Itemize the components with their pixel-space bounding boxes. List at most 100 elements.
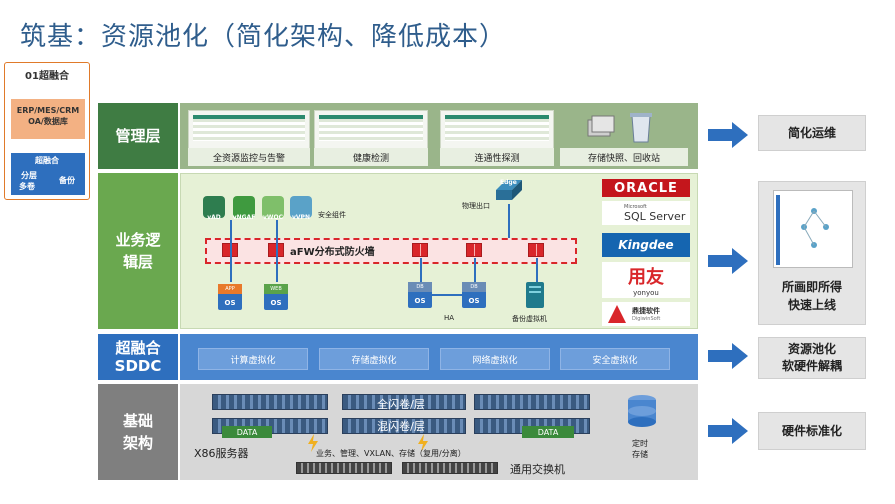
server-chassis [342, 394, 466, 410]
vwoc-icon [262, 196, 284, 218]
layer-label-business: 业务逻 辑层 [98, 173, 178, 329]
firewall-brick-icon [466, 243, 482, 257]
layer-label-management-text: 管理层 [115, 127, 161, 145]
physical-exit-label: 物理出口 [462, 202, 490, 210]
storage-icons [560, 110, 688, 146]
result-hardware-standardization: 硬件标准化 [758, 412, 866, 450]
result-pooling-line2: 软硬件解耦 [781, 359, 842, 373]
data-tag-left: DATA [222, 426, 272, 438]
server-chassis [474, 394, 590, 410]
data-tag-right: DATA [522, 426, 574, 438]
switch-chassis [402, 462, 498, 474]
vngaf-label: vNGAF [232, 214, 256, 221]
mini-erp-block: ERP/MES/CRM OA/数据库 [11, 99, 85, 139]
layer-label-sddc-line2: SDDC [114, 357, 162, 375]
edge-label: Edge [500, 179, 517, 186]
mgmt-item-health: 健康检测 [314, 148, 428, 166]
sql-server-logo: Microsoft SQL Server [602, 201, 690, 225]
mini-fenceng-label: 分层 [21, 171, 37, 180]
result-wysiwyg-card: 所画即所得 快速上线 [758, 181, 866, 325]
digiwin-logo: 鼎捷软件 DigiwinSoft [602, 302, 690, 326]
mini-title: 01超融合 [25, 71, 69, 82]
mini-erp-line2: OA/数据库 [28, 117, 68, 126]
digiwin-en-text: DigiwinSoft [632, 316, 661, 322]
database-storage-icon [626, 394, 658, 428]
sql-microsoft-text: Microsoft [624, 203, 647, 210]
mini-sddc-block: 超融合 分层 多卷 备份 [11, 153, 85, 195]
result-wysiwyg-line1: 所画即所得 [781, 280, 842, 294]
server-chassis [342, 418, 466, 434]
result-simplified-ops: 简化运维 [758, 115, 866, 151]
layer-label-business-line1: 业务逻 [115, 231, 161, 249]
all-flash-label: 全闪卷/层 [377, 398, 425, 411]
mini-duojuan-label: 多卷 [19, 182, 35, 191]
firewall-brick-icon [528, 243, 544, 257]
vngaf-icon [233, 196, 255, 218]
mgmt-item-storage: 存储快照、回收站 [560, 148, 688, 166]
lightning-icon [306, 434, 320, 452]
vad-label: vAD [207, 214, 221, 221]
yonyou-logo: 用友 yonyou [602, 262, 690, 298]
vm-web-os: WEB OS [264, 284, 288, 310]
x86-server-label: X86服务器 [194, 447, 249, 460]
arrow-right-icon [708, 248, 748, 274]
yonyou-en-text: yonyou [633, 289, 659, 297]
sddc-storage-virtualization: 存储虚拟化 [319, 348, 429, 370]
mini-erp-line1: ERP/MES/CRM [16, 106, 80, 115]
page-title: 筑基：资源池化（简化架构、降低成本） [20, 22, 507, 52]
connector-line [474, 258, 476, 282]
mixed-flash-label: 混闪卷/层 [377, 420, 425, 433]
vvpn-icon [290, 196, 312, 218]
mini-backup-label: 备份 [59, 176, 75, 185]
scheduled-storage-label: 定时 存储 [632, 439, 648, 459]
yonyou-cn-text: 用友 [628, 267, 664, 288]
oracle-logo: ORACLE [602, 179, 690, 197]
switch-label: 通用交换机 [510, 463, 565, 476]
mgmt-item-monitor: 全资源监控与告警 [188, 148, 310, 166]
connector-line [536, 258, 538, 282]
layer-label-sddc: 超融合 SDDC [98, 334, 178, 380]
layer-label-infra-line2: 架构 [122, 434, 153, 452]
distributed-firewall-band [205, 238, 577, 264]
layer-label-infrastructure: 基础 架构 [98, 384, 178, 480]
digiwin-mark-icon [608, 305, 626, 323]
connector-line [276, 220, 278, 282]
vm-db-os-primary: DB OS [408, 282, 432, 308]
sql-server-text: SQL Server [624, 209, 686, 223]
topology-preview [773, 190, 853, 268]
switch-chassis [296, 462, 392, 474]
layer-label-sddc-line1: 超融合 [115, 339, 161, 357]
sddc-compute-virtualization: 计算虚拟化 [198, 348, 308, 370]
connector-line [230, 220, 232, 282]
result-resource-pooling: 资源池化 软硬件解耦 [758, 337, 866, 379]
mini-sddc-label: 超融合 [35, 156, 59, 165]
oracle-logo-text: ORACLE [614, 180, 678, 196]
ha-label: HA [444, 314, 455, 322]
traffic-label: 业务、管理、VXLAN、存储（复用/分离） [316, 449, 466, 458]
digiwin-cn-text: 鼎捷软件 [632, 307, 660, 315]
connector-line [420, 258, 422, 282]
sddc-network-virtualization: 网络虚拟化 [440, 348, 550, 370]
backup-vm-label: 备份虚拟机 [512, 315, 547, 323]
backup-vm-icon [524, 280, 546, 310]
result-wysiwyg-line2: 快速上线 [787, 298, 836, 312]
edge-router-icon [492, 176, 526, 204]
arrow-right-icon [708, 418, 748, 444]
ha-link-line [432, 294, 462, 296]
sddc-security-virtualization: 安全虚拟化 [560, 348, 670, 370]
lightning-icon [416, 434, 430, 452]
edge-link-line [508, 204, 510, 240]
layer-label-management: 管理层 [98, 103, 178, 169]
security-components-label: 安全组件 [318, 211, 346, 219]
kingdee-logo: Kingdee [602, 233, 690, 257]
vvpn-label: vVPN [292, 214, 310, 221]
snapshot-recycle-icon [587, 113, 652, 143]
server-chassis [212, 394, 328, 410]
arrow-right-icon [708, 122, 748, 148]
vm-app-os: APP OS [218, 284, 242, 310]
vad-icon [203, 196, 225, 218]
result-pooling-line1: 资源池化 [787, 342, 836, 356]
kingdee-logo-text: Kingdee [618, 238, 674, 252]
mini-overview-card[interactable]: 01超融合 ERP/MES/CRM OA/数据库 超融合 分层 多卷 备份 [4, 62, 90, 200]
firewall-brick-icon [412, 243, 428, 257]
